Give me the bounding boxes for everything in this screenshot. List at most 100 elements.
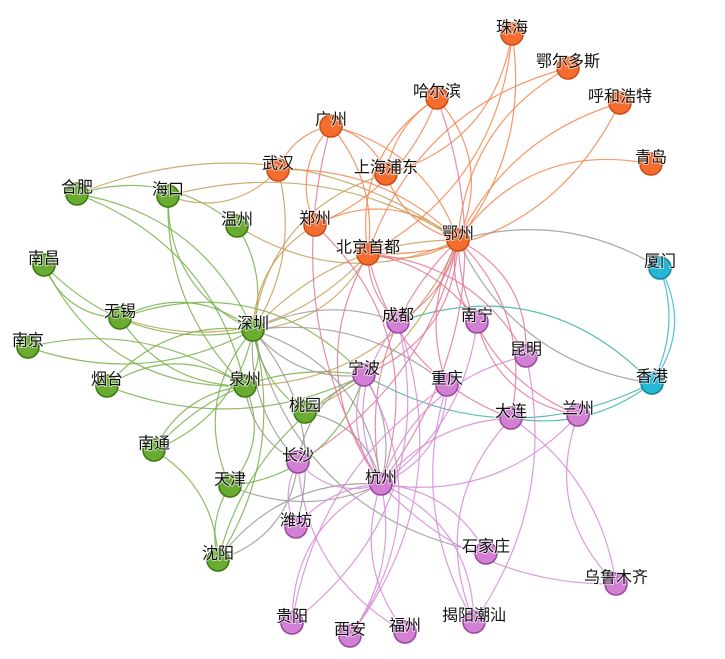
node-circle-xian[interactable]	[338, 624, 362, 648]
node-label-ningbo: 宁波	[348, 359, 380, 378]
node-circle-weifang[interactable]	[284, 515, 308, 539]
node-circle-zhengzhou[interactable]	[303, 213, 327, 237]
node-circle-wenzhou[interactable]	[225, 214, 249, 238]
node-circle-shijiazhuang[interactable]	[474, 541, 498, 565]
node-circle-nanning[interactable]	[465, 310, 489, 334]
node-circle-guiyang[interactable]	[280, 611, 304, 635]
node-circle-ezhou[interactable]	[446, 228, 470, 252]
node-circle-ningbo[interactable]	[352, 363, 376, 387]
edge-ezhou-hangzhou	[374, 239, 459, 485]
node-tianjin[interactable]: 天津	[213, 469, 247, 498]
node-label-beijing: 北京首都	[336, 238, 400, 257]
node-circle-nanjing[interactable]	[16, 335, 40, 359]
node-shenzhen[interactable]: 深圳	[236, 313, 270, 342]
node-xianggang[interactable]: 香港	[635, 366, 669, 395]
node-changsha[interactable]: 长沙	[281, 445, 315, 474]
node-circle-hangzhou[interactable]	[369, 472, 393, 496]
node-circle-chongqing[interactable]	[435, 373, 459, 397]
edge-ezhou-qingdao	[457, 158, 652, 241]
node-circle-haikou[interactable]	[156, 184, 180, 208]
node-xian[interactable]: 西安	[333, 619, 367, 648]
node-kunming[interactable]: 昆明	[509, 339, 543, 368]
node-circle-wuhan[interactable]	[266, 158, 290, 182]
edge-shenzhen-nantong	[153, 329, 254, 451]
node-circle-hefei[interactable]	[65, 182, 89, 206]
node-circle-zhuhai[interactable]	[500, 22, 524, 46]
node-taoyuan[interactable]: 桃园	[288, 395, 322, 424]
node-dalian[interactable]: 大连	[494, 401, 528, 430]
node-circle-kunming[interactable]	[514, 344, 538, 368]
node-wenzhou[interactable]: 温州	[220, 209, 254, 238]
edge-dalian-wulumuqi	[510, 417, 617, 585]
node-circle-xiamen[interactable]	[648, 256, 672, 280]
node-beijing[interactable]: 北京首都	[335, 237, 401, 266]
node-circle-changsha[interactable]	[286, 450, 310, 474]
node-shijiazhuang[interactable]: 石家庄	[461, 536, 511, 565]
edge-quanzhou-yantai	[106, 363, 246, 387]
node-ezhou[interactable]: 鄂州	[441, 223, 475, 252]
node-label-hangzhou: 杭州	[365, 468, 397, 487]
node-nantong[interactable]: 南通	[137, 433, 171, 462]
node-circle-taoyuan[interactable]	[293, 400, 317, 424]
node-xiamen[interactable]: 厦门	[643, 251, 677, 280]
node-circle-shanghai[interactable]	[374, 162, 398, 186]
node-circle-yantai[interactable]	[95, 374, 119, 398]
node-yantai[interactable]: 烟台	[90, 369, 124, 398]
node-ningbo[interactable]: 宁波	[347, 358, 381, 387]
edge-shenzhen-beijing	[252, 253, 369, 331]
node-circle-nanchang[interactable]	[32, 253, 56, 277]
node-haerbin[interactable]: 哈尔滨	[412, 81, 462, 110]
node-chongqing[interactable]: 重庆	[430, 368, 464, 397]
node-chengdu[interactable]: 成都	[381, 305, 415, 334]
node-circle-nantong[interactable]	[142, 438, 166, 462]
node-circle-wulumuqi[interactable]	[604, 572, 628, 596]
node-wulumuqi[interactable]: 乌鲁木齐	[583, 567, 649, 596]
edge-shenzhen-shanghai	[252, 173, 387, 331]
node-nanjing[interactable]: 南京	[11, 330, 45, 359]
node-circle-lanzhou[interactable]	[566, 403, 590, 427]
node-zhengzhou[interactable]: 郑州	[298, 208, 332, 237]
node-circle-shenzhen[interactable]	[241, 318, 265, 342]
node-shanghai[interactable]: 上海浦东	[353, 157, 419, 186]
node-circle-tianjin[interactable]	[218, 474, 242, 498]
node-circle-quanzhou[interactable]	[233, 374, 257, 398]
node-weifang[interactable]: 潍坊	[279, 510, 313, 539]
node-circle-eerduosi[interactable]	[556, 56, 580, 80]
node-circle-shenyang[interactable]	[206, 548, 230, 572]
node-label-shenyang: 沈阳	[202, 544, 234, 563]
node-guangzhou[interactable]: 广州	[314, 109, 348, 138]
node-quanzhou[interactable]: 泉州	[228, 369, 262, 398]
node-label-yantai: 烟台	[91, 370, 123, 389]
edge-lanzhou-wulumuqi	[566, 414, 617, 585]
node-circle-jieyang[interactable]	[462, 610, 486, 634]
node-guiyang[interactable]: 贵阳	[275, 606, 309, 635]
node-circle-guangzhou[interactable]	[319, 114, 343, 138]
node-fuzhou[interactable]: 福州	[388, 615, 422, 644]
node-circle-huhehaote[interactable]	[608, 91, 632, 115]
node-zhuhai[interactable]: 珠海	[495, 17, 529, 46]
node-lanzhou[interactable]: 兰州	[561, 398, 595, 427]
node-nanning[interactable]: 南宁	[460, 305, 494, 334]
node-circle-xianggang[interactable]	[640, 371, 664, 395]
node-haikou[interactable]: 海口	[151, 179, 185, 208]
node-circle-beijing[interactable]	[356, 242, 380, 266]
node-hangzhou[interactable]: 杭州	[364, 467, 398, 496]
node-nanchang[interactable]: 南昌	[27, 248, 61, 277]
node-wuxi[interactable]: 无锡	[103, 301, 137, 330]
node-wuhan[interactable]: 武汉	[261, 153, 295, 182]
node-jieyang[interactable]: 揭阳潮汕	[441, 605, 507, 634]
node-huhehaote[interactable]: 呼和浩特	[587, 86, 653, 115]
node-circle-wuxi[interactable]	[108, 306, 132, 330]
node-circle-fuzhou[interactable]	[393, 620, 417, 644]
node-circle-dalian[interactable]	[499, 406, 523, 430]
node-circle-chengdu[interactable]	[386, 310, 410, 334]
node-shenyang[interactable]: 沈阳	[201, 543, 235, 572]
node-circle-qingdao[interactable]	[639, 152, 663, 176]
node-circle-haerbin[interactable]	[425, 86, 449, 110]
edge-hangzhou-guiyang	[291, 483, 382, 624]
node-qingdao[interactable]: 青岛	[634, 147, 668, 176]
node-hefei[interactable]: 合肥	[60, 177, 94, 206]
node-eerduosi[interactable]: 鄂尔多斯	[535, 51, 601, 80]
edge-quanzhou-ezhou	[244, 239, 459, 387]
